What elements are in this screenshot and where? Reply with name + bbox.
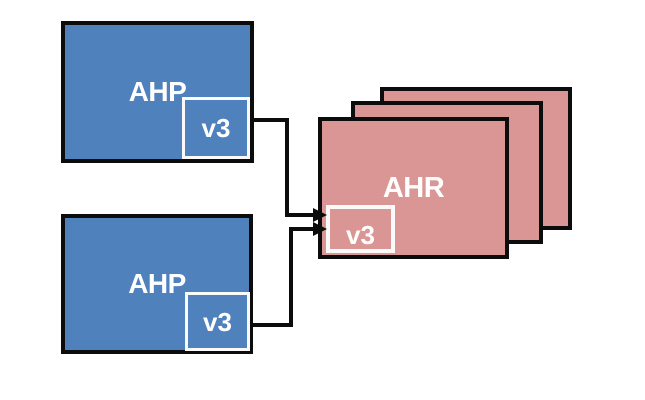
connector-ahp2-to-ahr [250,227,314,327]
ahp1-version-badge: v3 [182,97,250,159]
connector-ahp1-to-ahr [251,118,314,217]
ahp-node-1: AHP [61,21,254,163]
ahr-version-label: v3 [346,220,375,250]
ahr-version-badge: v3 [326,205,395,253]
ahp2-label: AHP [128,268,186,299]
ahp2-version-badge: v3 [185,292,250,351]
ahp1-version-label: v3 [201,113,231,143]
ahr-label: AHR [382,171,445,204]
ahp1-label: AHP [128,76,187,107]
ahp2-version-label: v3 [203,306,232,337]
